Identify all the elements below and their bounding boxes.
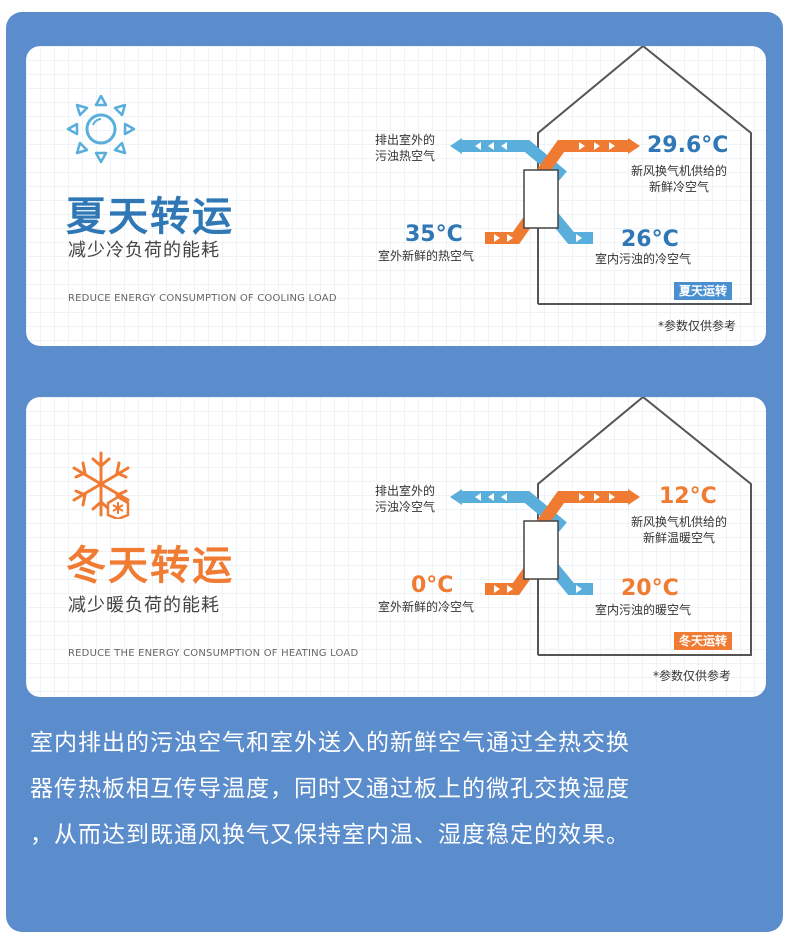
description-line-1: 室内排出的污浊空气和室外送入的新鲜空气通过全热交换 [30, 730, 630, 756]
summer-title: 夏天转运 [66, 194, 234, 240]
supply-temp: 29.6°C [647, 133, 729, 158]
indoor-label: 室内污浊的冷空气 [595, 252, 692, 266]
supply-label-1: 新风换气机供给的 [631, 164, 728, 178]
winter-english-caption: REDUCE THE ENERGY CONSUMPTION OF HEATING… [68, 648, 359, 659]
indoor-arrow [548, 563, 593, 595]
supply-arrow [536, 140, 628, 178]
heat-exchanger [523, 169, 559, 229]
description-text: 室内排出的污浊空气和室外送入的新鲜空气通过全热交换 器传热板相互传导温度，同时又… [30, 720, 770, 858]
exhaust-label-1: 排出室外的 [375, 484, 436, 498]
summer-english-caption: REDUCE ENERGY CONSUMPTION OF COOLING LOA… [68, 293, 337, 304]
winter-diagram: 排出室外的 污浊冷空气 12°C 新风换气机供给的 新鲜温暖空气 0°C 室外新… [331, 397, 766, 697]
winter-card: 冬天转运 减少暖负荷的能耗 REDUCE THE ENERGY CONSUMPT… [26, 397, 766, 697]
summer-diagram: 排出室外的 污浊热空气 29.6°C 新风换气机供给的 新鲜冷空气 35°C 室… [331, 46, 766, 346]
exhaust-label-2: 污浊冷空气 [375, 500, 436, 514]
summer-subtitle: 减少冷负荷的能耗 [68, 240, 220, 261]
supply-temp: 12°C [659, 484, 717, 509]
winter-mode-tag: 冬天运转 [674, 632, 733, 650]
description-line-2: 器传热板相互传导温度，同时又通过板上的微孔交换湿度 [30, 776, 630, 802]
supply-label-2: 新鲜冷空气 [649, 180, 710, 194]
indoor-label: 室内污浊的暖空气 [595, 603, 692, 617]
winter-subtitle: 减少暖负荷的能耗 [68, 595, 220, 616]
outdoor-label: 室外新鲜的冷空气 [378, 600, 475, 614]
outdoor-temp: 35°C [405, 222, 463, 247]
supply-arrow [536, 491, 628, 529]
summer-card: 夏天转运 减少冷负荷的能耗 REDUCE ENERGY CONSUMPTION … [26, 46, 766, 346]
heat-exchanger [523, 520, 559, 580]
indoor-temp: 26°C [621, 227, 679, 252]
reference-note: *参数仅供参考 [658, 319, 737, 333]
supply-label-1: 新风换气机供给的 [631, 515, 728, 529]
supply-label-2: 新鲜温暖空气 [643, 531, 716, 545]
snowflake-icon [66, 449, 136, 521]
indoor-temp: 20°C [621, 576, 679, 601]
summer-mode-tag: 夏天运转 [674, 282, 733, 300]
sun-icon [66, 94, 136, 164]
winter-title: 冬天转运 [66, 543, 234, 589]
outdoor-label: 室外新鲜的热空气 [378, 249, 475, 263]
outdoor-temp: 0°C [411, 573, 454, 598]
description-line-3: ，从而达到既通风换气又保持室内温、湿度稳定的效果。 [30, 822, 630, 848]
exhaust-label-1: 排出室外的 [375, 133, 436, 147]
exhaust-label-2: 污浊热空气 [375, 149, 436, 163]
indoor-arrow [548, 212, 593, 244]
reference-note: *参数仅供参考 [653, 669, 732, 683]
